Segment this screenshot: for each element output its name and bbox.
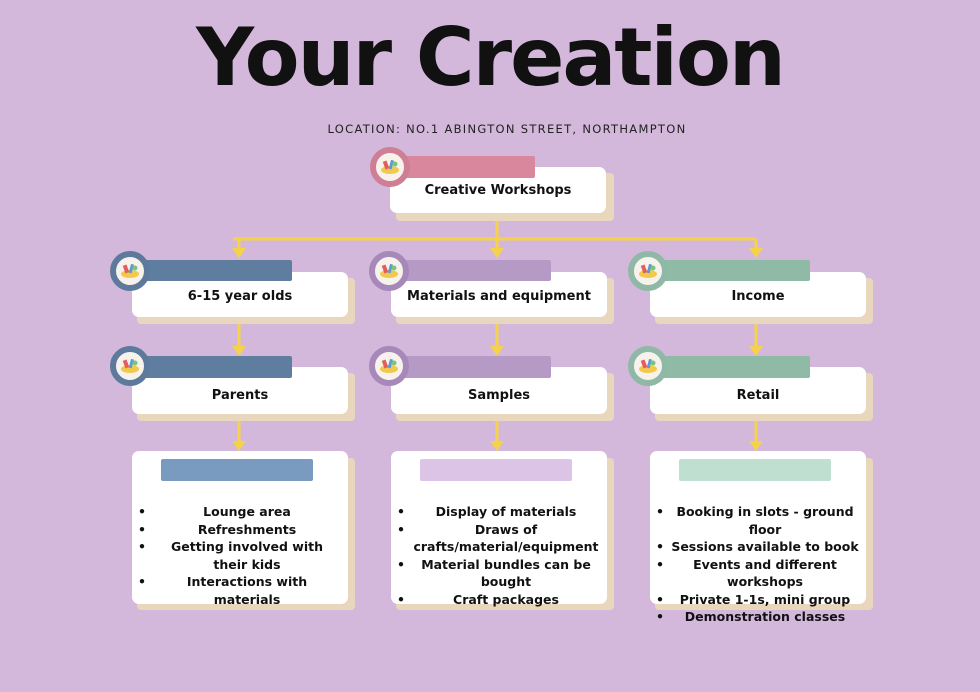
list-card-bar	[679, 459, 831, 481]
craft-supplies-icon	[380, 358, 398, 373]
list-item: Demonstration classes	[656, 608, 860, 626]
arrow-root-col1	[490, 239, 504, 258]
level2-label: Parents	[211, 388, 269, 403]
arrow-l1-col2	[749, 320, 763, 356]
level1-badge	[628, 251, 668, 291]
page-title: Your Creation	[196, 11, 786, 104]
arrow-l2-col0	[232, 416, 246, 451]
level1-label: 6-15 year olds	[187, 289, 293, 304]
root-label: Creative Workshops	[424, 183, 572, 198]
craft-supplies-icon	[639, 358, 657, 373]
craft-supplies-icon	[121, 263, 139, 278]
craft-supplies-icon	[639, 263, 657, 278]
list-item: Sessions available to book	[656, 538, 860, 556]
list-items: Booking in slots - ground floorSessions …	[656, 503, 860, 626]
list-item: Draws of crafts/material/equipment	[397, 521, 601, 556]
level2-badge	[628, 346, 668, 386]
list-item: Events and different workshops	[656, 556, 860, 591]
list-item: Private 1-1s, mini group	[656, 591, 860, 609]
level1-badge	[110, 251, 150, 291]
level1-badge	[369, 251, 409, 291]
list-card: Display of materialsDraws of crafts/mate…	[391, 451, 607, 608]
list-item: Lounge area	[138, 503, 342, 521]
list-items: Lounge areaRefreshmentsGetting involved …	[138, 503, 342, 608]
level2-label: Retail	[736, 388, 780, 403]
list-card: Lounge areaRefreshmentsGetting involved …	[132, 451, 348, 607]
list-card-bar	[420, 459, 572, 481]
arrow-l2-col1	[490, 416, 504, 451]
list-card-bar	[161, 459, 313, 481]
level2-bar	[142, 356, 292, 378]
level1-bar	[142, 260, 292, 281]
root-badge	[370, 147, 410, 187]
arrow-l1-col0	[232, 320, 246, 356]
level2-badge	[369, 346, 409, 386]
arrow-root-col2	[749, 239, 763, 258]
list-card: Booking in slots - ground floorSessions …	[650, 451, 866, 625]
list-item: Material bundles can be bought	[397, 556, 601, 591]
list-item: Display of materials	[397, 503, 601, 521]
root-bar	[390, 156, 535, 178]
craft-supplies-icon	[121, 358, 139, 373]
level1-bar	[660, 260, 810, 281]
list-item: Getting involved with their kids	[138, 538, 342, 573]
level1-bar	[401, 260, 551, 281]
list-item: Craft packages	[397, 591, 601, 609]
level2-bar	[401, 356, 551, 378]
craft-supplies-icon	[380, 263, 398, 278]
craft-supplies-icon	[381, 159, 399, 174]
arrow-l1-col1	[490, 320, 504, 356]
level1-label: Income	[731, 289, 785, 304]
list-item: Interactions with materials	[138, 573, 342, 608]
level1-label: Materials and equipment	[407, 289, 591, 304]
location-text: LOCATION: NO.1 ABINGTON STREET, NORTHAMP…	[327, 122, 687, 136]
list-items: Display of materialsDraws of crafts/mate…	[397, 503, 601, 608]
level2-label: Samples	[468, 388, 530, 403]
arrow-root-col0	[232, 239, 246, 258]
arrow-l2-col2	[749, 416, 763, 451]
level2-bar	[660, 356, 810, 378]
level2-badge	[110, 346, 150, 386]
list-item: Refreshments	[138, 521, 342, 539]
list-item: Booking in slots - ground floor	[656, 503, 860, 538]
